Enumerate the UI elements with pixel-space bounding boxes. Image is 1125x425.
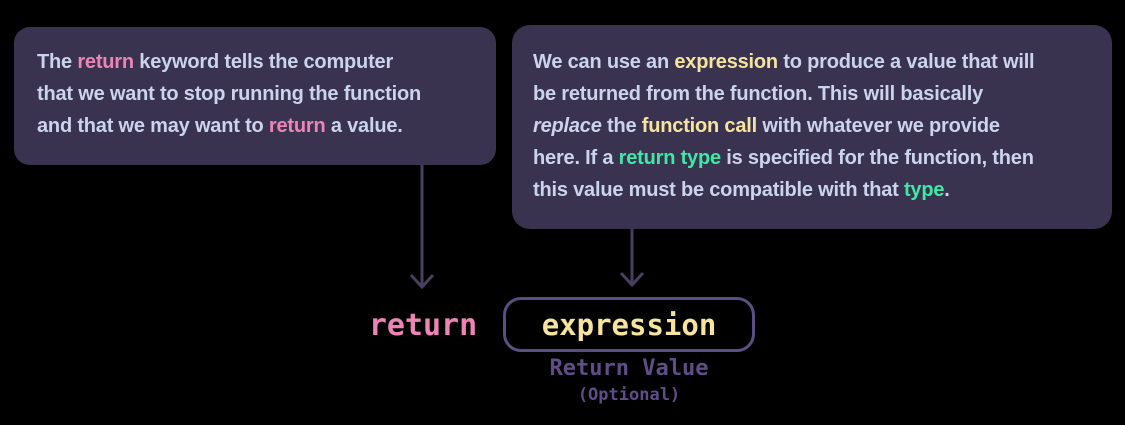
arrow-down-left-connector: [409, 165, 435, 290]
expression-pill: expression: [503, 297, 755, 352]
return-keyword-code: return: [368, 308, 478, 343]
arrow-down-right-connector: [619, 229, 645, 288]
return-value-label: Return Value: [549, 356, 709, 381]
note-card-return-keyword: The return keyword tells the computer th…: [14, 27, 496, 165]
note-card-expression: We can use an expression to produce a va…: [512, 25, 1112, 229]
optional-label: (Optional): [577, 385, 681, 405]
note-text-return-keyword: The return keyword tells the computer th…: [37, 51, 421, 137]
expression-code: expression: [541, 307, 717, 342]
note-text-expression: We can use an expression to produce a va…: [533, 51, 1035, 201]
